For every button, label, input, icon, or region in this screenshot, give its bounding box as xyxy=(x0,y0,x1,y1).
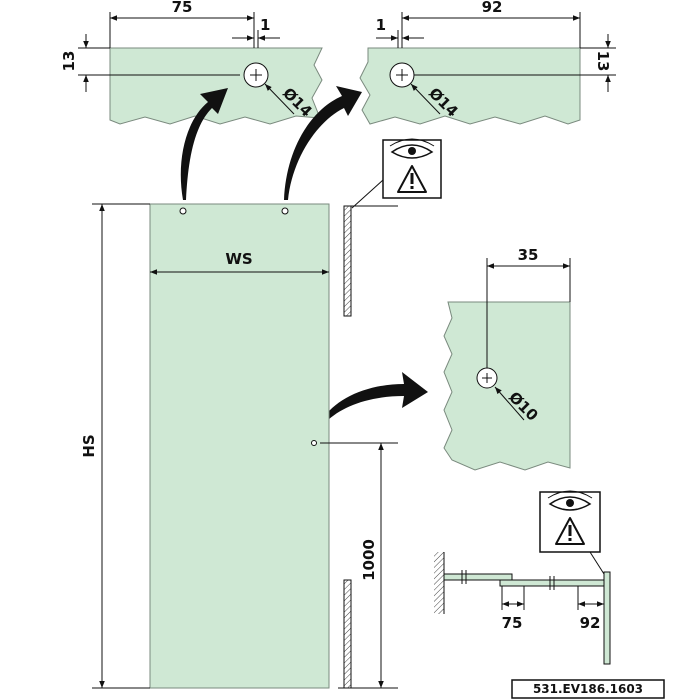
wall-section-bottom xyxy=(343,579,352,689)
panel-width-label: WS xyxy=(225,250,252,268)
curved-arrow-right xyxy=(284,86,362,200)
top-right-detail: 92 1 13 Ø14 xyxy=(359,0,616,125)
top-left-gap-label: 1 xyxy=(260,16,270,34)
side-detail: 35 Ø10 xyxy=(443,246,571,471)
drawing-code-box: 531.EV186.1603 xyxy=(511,679,665,699)
top-left-height-label: 13 xyxy=(60,51,78,72)
warning-sign-top xyxy=(351,138,442,209)
top-right-gap-label: 1 xyxy=(376,16,386,34)
top-left-width-label: 75 xyxy=(172,0,193,16)
top-right-width-label: 92 xyxy=(482,0,503,16)
plan-dim-right-label: 92 xyxy=(580,614,601,632)
curved-arrow-side xyxy=(322,372,428,422)
panel-height-label: HS xyxy=(80,434,98,457)
eye-icon xyxy=(389,138,435,159)
top-left-detail: 75 1 13 Ø14 xyxy=(60,0,323,125)
main-glass-panel xyxy=(149,203,330,689)
plan-view: 75 92 xyxy=(434,552,611,665)
top-left-hole xyxy=(243,62,269,88)
eye-icon xyxy=(547,490,593,511)
plan-dim-left-label: 75 xyxy=(502,614,523,632)
handle-height-label: 1000 xyxy=(360,539,378,581)
top-right-height-label: 13 xyxy=(594,51,612,72)
warning-triangle-icon xyxy=(555,517,585,545)
curved-arrow-left xyxy=(180,88,228,200)
warning-triangle-icon xyxy=(397,165,427,193)
top-right-hole xyxy=(389,62,415,88)
wall-section-top xyxy=(343,205,398,317)
side-width-label: 35 xyxy=(518,246,539,264)
drawing-code: 531.EV186.1603 xyxy=(533,682,643,696)
warning-sign-bottom xyxy=(539,490,605,575)
side-hole xyxy=(476,367,498,389)
